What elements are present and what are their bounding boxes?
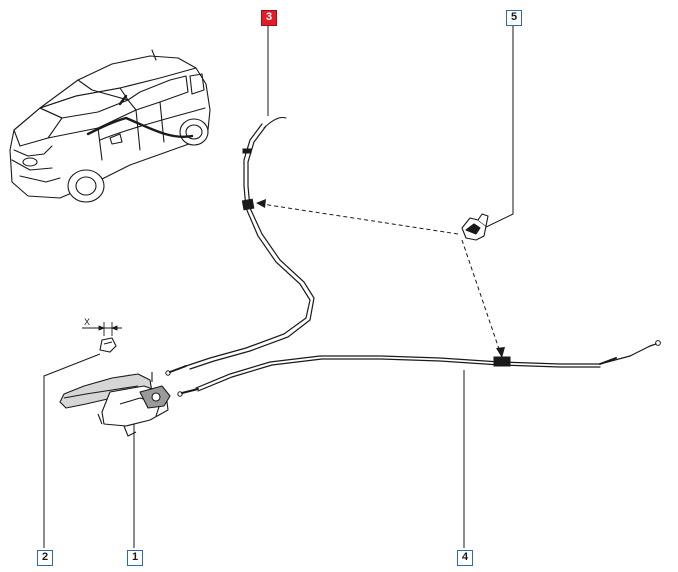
- clip-location-arrows: [261, 203, 501, 353]
- primary-cable-3: [165, 117, 315, 376]
- callout-5[interactable]: 5: [506, 10, 522, 26]
- vehicle-locator-illustration: [9, 49, 211, 203]
- callout-1[interactable]: 1: [127, 550, 143, 566]
- leader-lines: [43, 26, 514, 548]
- dimension-label: X: [84, 317, 90, 327]
- handbrake-lever-1: [59, 372, 171, 437]
- nut-2: [99, 337, 117, 353]
- callout-4[interactable]: 4: [457, 550, 473, 566]
- dimension-marker: [82, 322, 122, 336]
- secondary-cable-4: [177, 340, 661, 397]
- callout-2[interactable]: 2: [37, 550, 53, 566]
- arrow-heads: [256, 199, 505, 358]
- cable-clip-5: [461, 213, 489, 241]
- callout-3[interactable]: 3: [261, 10, 277, 26]
